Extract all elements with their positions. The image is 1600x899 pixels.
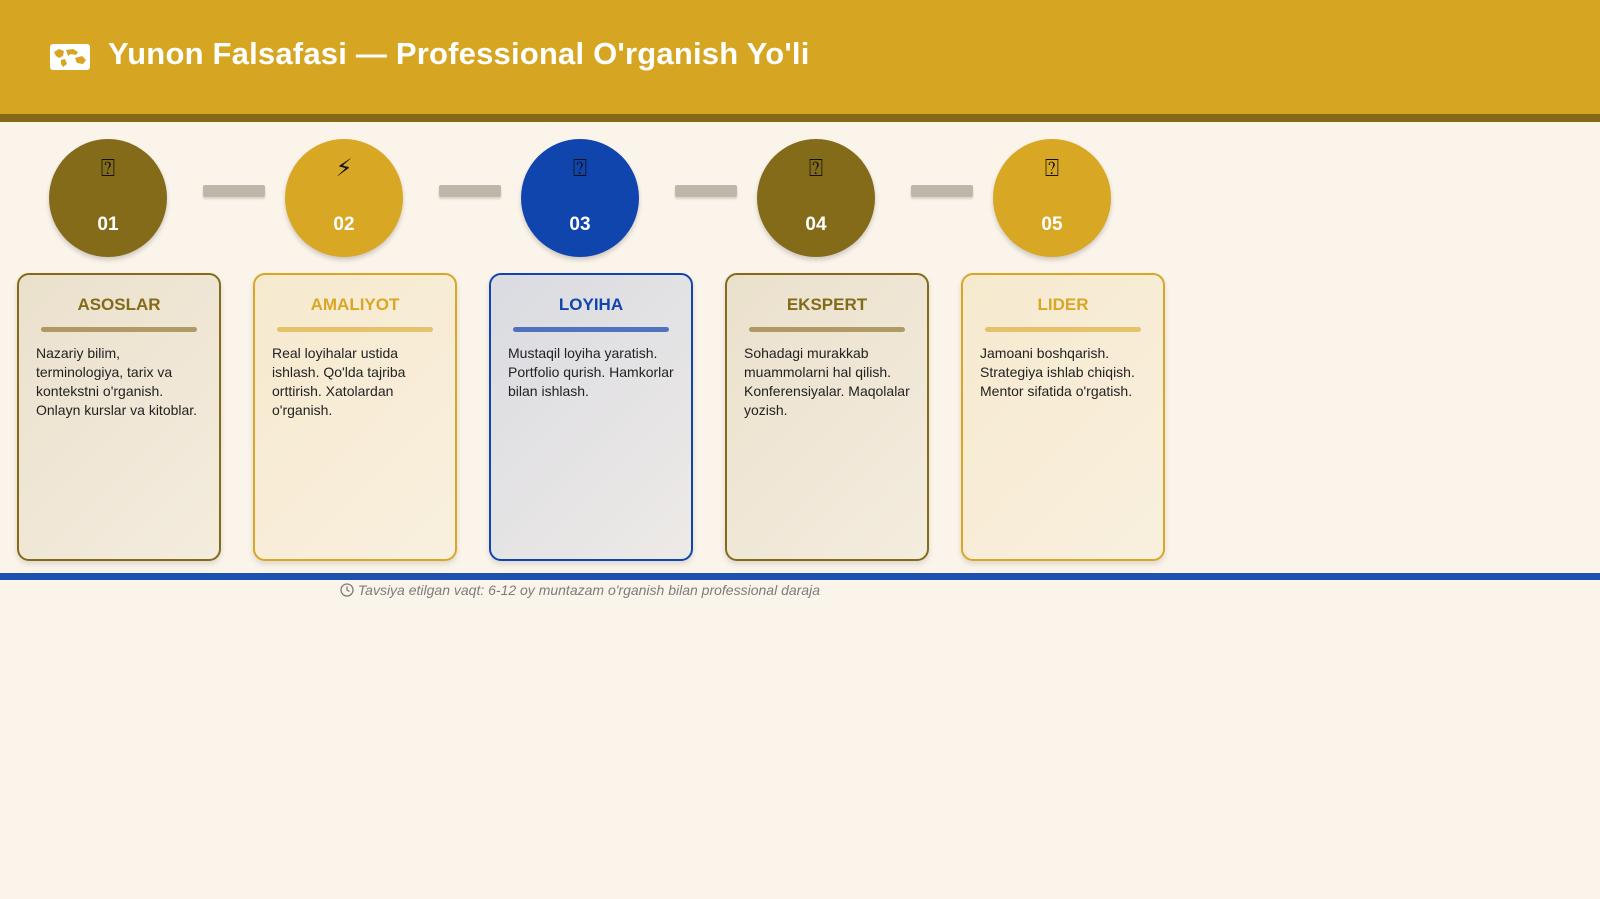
page-title: Yunon Falsafasi — Professional O'rganish… (108, 36, 810, 71)
step-number: 01 (97, 214, 119, 235)
step-circle-02: ⚡ 02 (285, 139, 403, 257)
accent-divider (0, 573, 1600, 580)
step-card-lider: LIDER Jamoani boshqarish. Strategiya ish… (961, 273, 1165, 561)
step-card-amaliyot: AMALIYOT Real loyihalar ustida ishlash. … (253, 273, 457, 561)
card-title: AMALIYOT (310, 295, 400, 314)
card-description: Nazariy bilim, terminologiya, tarix va k… (36, 345, 198, 418)
step-connector (439, 185, 501, 197)
card-description: Jamoani boshqarish. Strategiya ishlab ch… (980, 345, 1135, 399)
unknown-glyph-icon: ⍰ (572, 155, 588, 182)
unknown-glyph-icon: ⍰ (100, 155, 116, 182)
card-divider (513, 327, 669, 332)
card-divider (749, 327, 905, 332)
unknown-glyph-icon: ⍰ (1044, 155, 1060, 182)
step-circle-05: ⍰ 05 (993, 139, 1111, 257)
card-title: ASOSLAR (77, 295, 161, 314)
step-circle-03: ⍰ 03 (521, 139, 639, 257)
step-card-asoslar: ASOSLAR Nazariy bilim, terminologiya, ta… (17, 273, 221, 561)
step-number: 05 (1041, 214, 1063, 235)
card-title: LOYIHA (558, 295, 624, 314)
footnote-text: Tavsiya etilgan vaqt: 6-12 oy muntazam o… (357, 582, 820, 598)
card-title: LIDER (1037, 295, 1089, 314)
step-circle-01: ⍰ 01 (49, 139, 167, 257)
step-number: 04 (805, 214, 827, 235)
lightning-icon: ⚡ (335, 155, 353, 182)
step-card-loyiha: LOYIHA Mustaqil loyiha yaratish. Portfol… (489, 273, 693, 561)
world-map-icon (50, 44, 90, 70)
card-description: Real loyihalar ustida ishlash. Qo'lda ta… (272, 345, 406, 418)
step-card-ekspert: EKSPERT Sohadagi murakkab muammolarni ha… (725, 273, 929, 561)
footnote: Tavsiya etilgan vaqt: 6-12 oy muntazam o… (340, 582, 820, 598)
step-connector (203, 185, 265, 197)
card-description: Mustaqil loyiha yaratish. Portfolio quri… (508, 345, 674, 399)
clock-icon (340, 583, 354, 597)
card-divider (277, 327, 433, 332)
step-connector (675, 185, 737, 197)
step-number: 03 (569, 214, 591, 235)
card-description: Sohadagi murakkab muammolarni hal qilish… (744, 345, 910, 418)
step-circle-04: ⍰ 04 (757, 139, 875, 257)
card-divider (985, 327, 1141, 332)
unknown-glyph-icon: ⍰ (808, 155, 824, 182)
step-connector (911, 185, 973, 197)
card-divider (41, 327, 197, 332)
page-header: Yunon Falsafasi — Professional O'rganish… (0, 0, 1600, 122)
step-number: 02 (333, 214, 355, 235)
card-title: EKSPERT (786, 295, 868, 314)
